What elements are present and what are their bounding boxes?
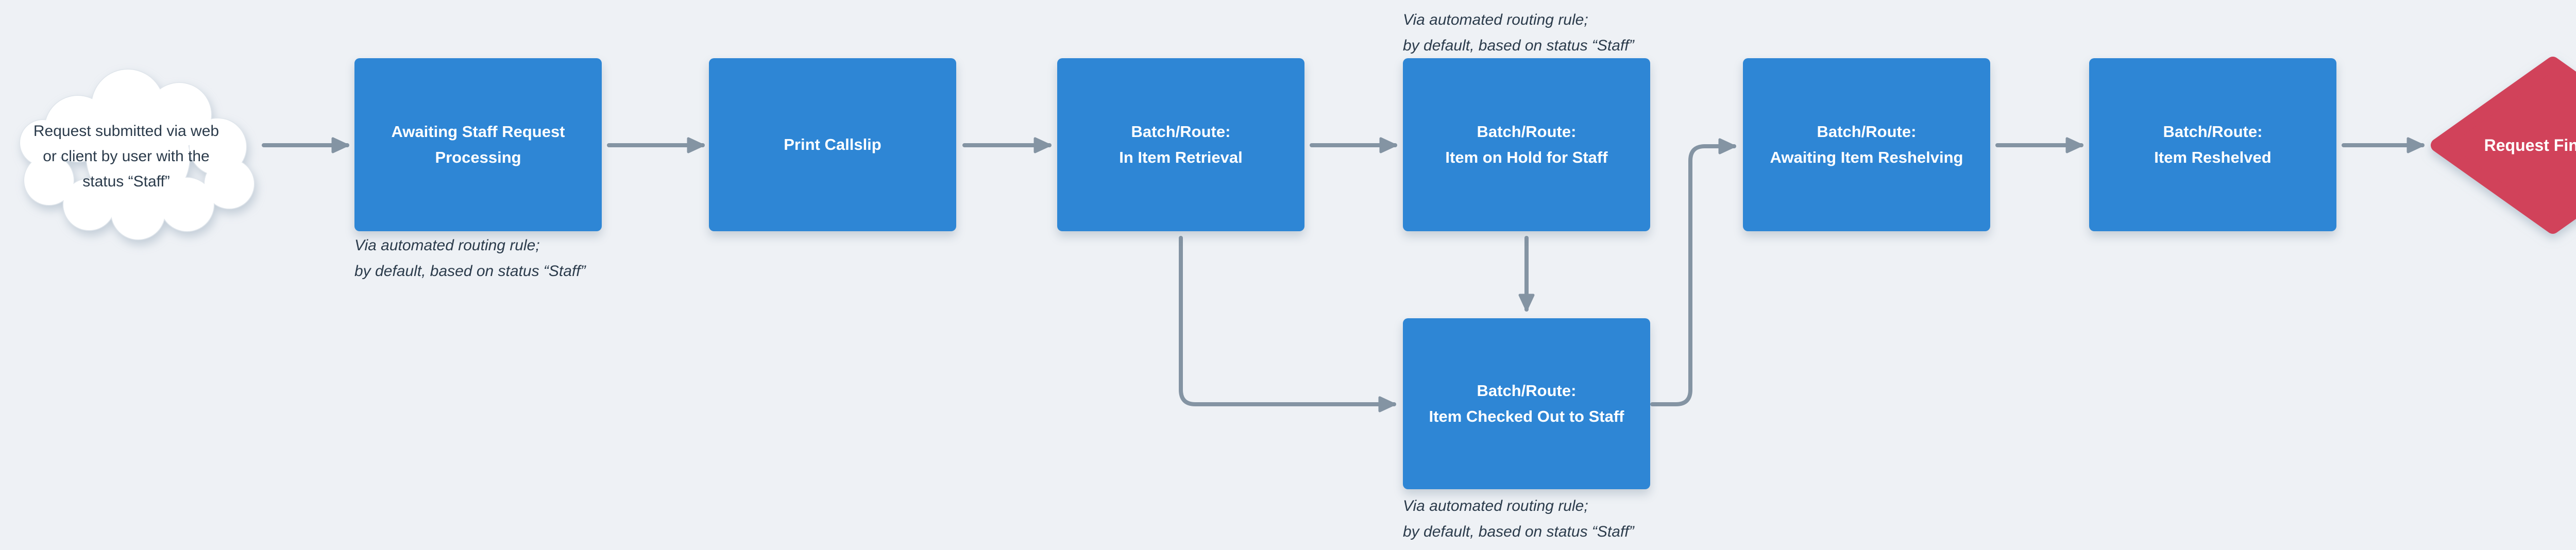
- start-cloud-label: Request submitted via web or client by u…: [5, 118, 247, 194]
- routing-note-line2: by default, based on status “Staff”: [354, 263, 586, 280]
- routing-note-below-item-checked-out: Via automated routing rule; by default, …: [1403, 493, 1634, 545]
- node-label-line2: In Item Retrieval: [1119, 148, 1243, 166]
- routing-note-line1: Via automated routing rule;: [354, 237, 540, 254]
- node-print-callslip: Print Callslip: [709, 58, 956, 231]
- node-label-line1: Print Callslip: [784, 135, 882, 153]
- node-label-line2: Awaiting Item Reshelving: [1770, 148, 1963, 166]
- node-label-line1: Batch/Route:: [1477, 382, 1577, 400]
- start-cloud-label-line3: status “Staff”: [82, 173, 170, 190]
- routing-note-above-item-on-hold: Via automated routing rule; by default, …: [1403, 7, 1634, 59]
- node-label-line2: Processing: [435, 148, 521, 166]
- node-label-line1: Batch/Route:: [1131, 123, 1231, 141]
- request-finished-diamond: [2431, 57, 2576, 234]
- node-label-line1: Batch/Route:: [1477, 123, 1577, 141]
- node-label-line2: Item on Hold for Staff: [1445, 148, 1608, 166]
- node-in-item-retrieval: Batch/Route: In Item Retrieval: [1057, 58, 1304, 231]
- connectors: [262, 137, 2425, 413]
- routing-note-line1: Via automated routing rule;: [1403, 497, 1588, 514]
- start-cloud-shape: [19, 68, 255, 240]
- start-cloud-label-line1: Request submitted via web: [33, 123, 219, 140]
- routing-note-line2: by default, based on status “Staff”: [1403, 37, 1634, 54]
- request-finished-label: Request Finished: [2484, 135, 2576, 154]
- node-label-line1: Awaiting Staff Request: [391, 123, 565, 141]
- node-label-line1: Batch/Route:: [1817, 123, 1917, 141]
- routing-note-line1: Via automated routing rule;: [1403, 11, 1588, 28]
- node-item-checked-out-to-staff: Batch/Route: Item Checked Out to Staff: [1403, 318, 1650, 489]
- connector-in-item-retrieval-to-item-checked-out: [1179, 236, 1396, 413]
- node-awaiting-item-reshelving: Batch/Route: Awaiting Item Reshelving: [1743, 58, 1990, 231]
- node-awaiting-staff-request-processing: Awaiting Staff Request Processing: [354, 58, 602, 231]
- routing-note-line2: by default, based on status “Staff”: [1403, 523, 1634, 540]
- connector-item-checked-out-to-awaiting-reshelving: [1650, 138, 1736, 406]
- node-item-on-hold-for-staff: Batch/Route: Item on Hold for Staff: [1403, 58, 1650, 231]
- start-cloud-label-line2: or client by user with the: [43, 148, 210, 165]
- node-label-line2: Item Reshelved: [2154, 148, 2272, 166]
- routing-note-below-awaiting-processing: Via automated routing rule; by default, …: [354, 233, 586, 284]
- node-label-line1: Batch/Route:: [2163, 123, 2263, 141]
- node-item-reshelved: Batch/Route: Item Reshelved: [2089, 58, 2336, 231]
- node-label-line2: Item Checked Out to Staff: [1429, 407, 1624, 425]
